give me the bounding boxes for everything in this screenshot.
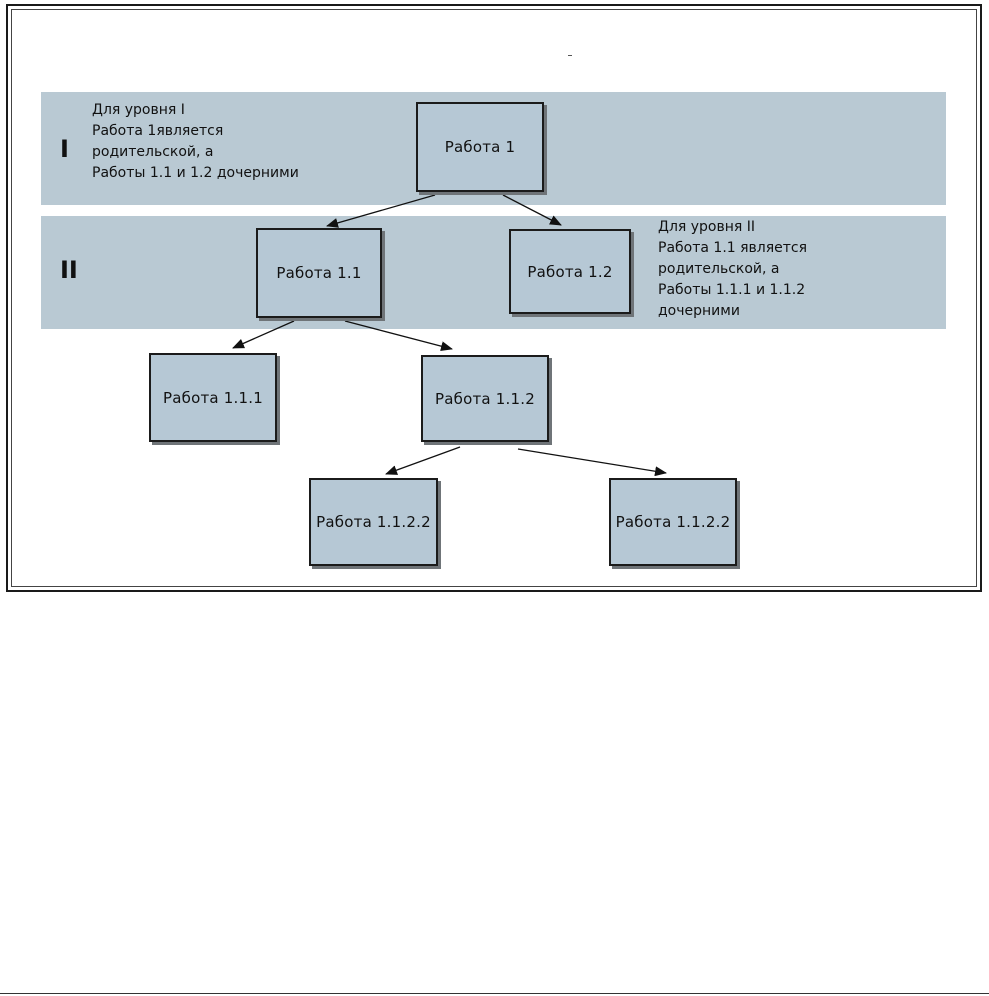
level-2-note-line: Работа 1.1 является <box>658 238 807 259</box>
page-bottom-rule <box>0 993 989 994</box>
node-work-1-1-label: Работа 1.1 <box>276 264 361 282</box>
node-work-1-1-2-2-left: Работа 1.1.2.2 <box>309 478 438 566</box>
level-1-note: Для уровня I Работа 1является родительск… <box>92 100 299 184</box>
level-1-note-line: Работы 1.1 и 1.2 дочерними <box>92 163 299 184</box>
node-work-1-label: Работа 1 <box>445 138 516 156</box>
node-work-1-1-1: Работа 1.1.1 <box>149 353 277 442</box>
level-2-note-line: дочерними <box>658 301 807 322</box>
node-work-1-2: Работа 1.2 <box>509 229 631 314</box>
level-2-note: Для уровня II Работа 1.1 является родите… <box>658 217 807 322</box>
level-1-numeral: I <box>60 135 69 163</box>
level-2-note-line: Работы 1.1.1 и 1.1.2 <box>658 280 807 301</box>
level-1-note-line: Для уровня I <box>92 100 299 121</box>
level-2-band <box>41 216 946 329</box>
level-2-note-line: Для уровня II <box>658 217 807 238</box>
node-work-1: Работа 1 <box>416 102 544 192</box>
level-1-note-line: Работа 1является <box>92 121 299 142</box>
node-work-1-1-1-label: Работа 1.1.1 <box>163 389 263 407</box>
node-work-1-1-2-2-right-label: Работа 1.1.2.2 <box>616 513 731 531</box>
node-work-1-1: Работа 1.1 <box>256 228 382 318</box>
node-work-1-1-2: Работа 1.1.2 <box>421 355 549 442</box>
node-work-1-1-2-2-right: Работа 1.1.2.2 <box>609 478 737 566</box>
stray-mark <box>568 55 572 56</box>
level-2-numeral: II <box>60 256 78 284</box>
level-1-note-line: родительской, а <box>92 142 299 163</box>
node-work-1-1-2-2-left-label: Работа 1.1.2.2 <box>316 513 431 531</box>
level-2-note-line: родительской, а <box>658 259 807 280</box>
node-work-1-2-label: Работа 1.2 <box>527 263 612 281</box>
node-work-1-1-2-label: Работа 1.1.2 <box>435 390 535 408</box>
